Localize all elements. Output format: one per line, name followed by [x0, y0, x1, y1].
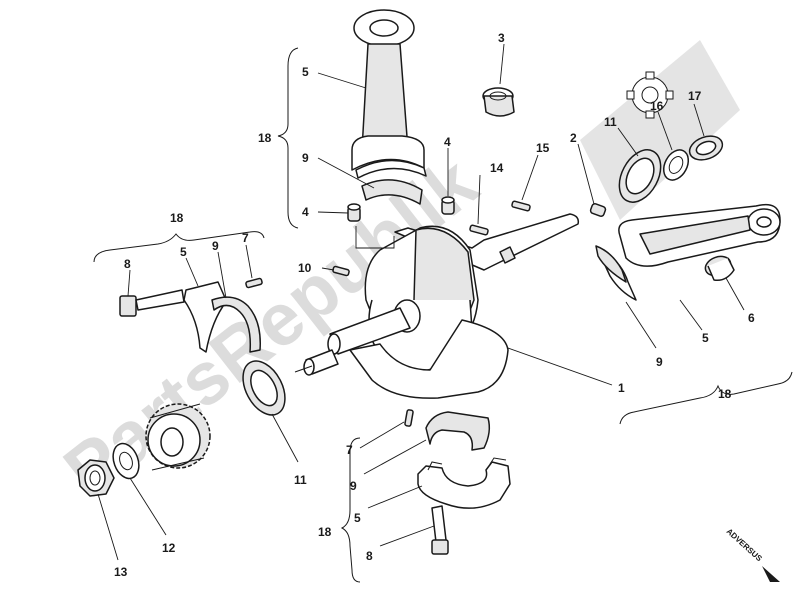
brand-mark: ADVERSUS — [725, 527, 780, 582]
callout-11-right: 11 — [604, 115, 617, 129]
dowel-pin-upper — [441, 196, 455, 215]
callout-6: 6 — [748, 311, 755, 325]
callout-8-bottom: 8 — [366, 549, 373, 563]
callout-17: 17 — [688, 89, 702, 103]
callout-18-bottom: 18 — [318, 525, 332, 539]
rod-cap-bottom — [417, 457, 511, 509]
shim-washer — [662, 149, 690, 181]
key-14 — [469, 224, 489, 236]
callout-18-left: 18 — [170, 211, 184, 225]
bearing-shell-upper — [361, 179, 423, 205]
connecting-rod-right — [595, 203, 781, 301]
callout-14: 14 — [490, 161, 504, 175]
callout-2: 2 — [570, 131, 577, 145]
oil-seal-left — [242, 360, 286, 416]
callout-9-bottom: 9 — [350, 479, 357, 493]
crankshaft — [294, 213, 580, 399]
callout-8-left: 8 — [124, 257, 131, 271]
callout-18-upper: 18 — [258, 131, 272, 145]
callout-9-left: 9 — [212, 239, 219, 253]
callout-4-upper: 4 — [444, 135, 451, 149]
leader-lines — [97, 43, 745, 561]
group-brace-left — [93, 231, 265, 263]
connecting-rod-upper — [351, 9, 427, 179]
brand-text: ADVERSUS — [725, 527, 765, 564]
group-brace-bottom — [340, 437, 361, 583]
callout-3: 3 — [498, 31, 505, 45]
oil-seal-right — [618, 149, 662, 203]
cap-bolt-bottom — [431, 505, 449, 555]
callout-9-right: 9 — [656, 355, 663, 369]
group-brace-right — [619, 371, 793, 425]
callout-16: 16 — [650, 99, 664, 113]
dowel-pin-left — [347, 203, 361, 222]
bearing-shell-left — [211, 296, 261, 353]
callout-15: 15 — [536, 141, 550, 155]
small-end-bush — [482, 87, 515, 117]
callout-5-bottom: 5 — [354, 511, 361, 525]
bearing-shell-bottom — [425, 411, 491, 451]
key-2 — [589, 203, 607, 217]
bush-right — [688, 135, 724, 161]
callout-5-left: 5 — [180, 245, 187, 259]
callout-1: 1 — [618, 381, 625, 395]
key-10 — [332, 265, 350, 277]
arrow-icon — [762, 566, 780, 582]
callout-9-upper: 9 — [302, 151, 309, 165]
key-15 — [511, 200, 531, 212]
dowel-pin-7-bottom — [404, 409, 414, 427]
callout-12: 12 — [162, 541, 176, 555]
callout-7-bottom: 7 — [346, 443, 353, 457]
callout-11-left: 11 — [294, 473, 307, 487]
rod-cap-left — [183, 281, 227, 353]
callout-10: 10 — [298, 261, 312, 275]
washer-12 — [112, 442, 140, 480]
callout-labels: 3 5 18 9 4 4 14 15 2 11 16 17 18 8 5 9 7… — [114, 31, 755, 579]
callout-5-right: 5 — [702, 331, 709, 345]
timing-gear — [145, 403, 211, 471]
gear-watermark-icon — [580, 40, 740, 220]
dowel-pin-7-left — [245, 277, 263, 289]
small-end-bush-right — [704, 255, 735, 282]
callout-13: 13 — [114, 565, 128, 579]
callout-7-left: 7 — [242, 231, 249, 245]
cap-bolt-left — [119, 289, 185, 317]
hex-nut — [77, 459, 115, 497]
callout-4-left: 4 — [302, 205, 309, 219]
callout-5-upper: 5 — [302, 65, 309, 79]
callout-18-right: 18 — [718, 387, 732, 401]
group-brace-upper — [277, 47, 299, 229]
